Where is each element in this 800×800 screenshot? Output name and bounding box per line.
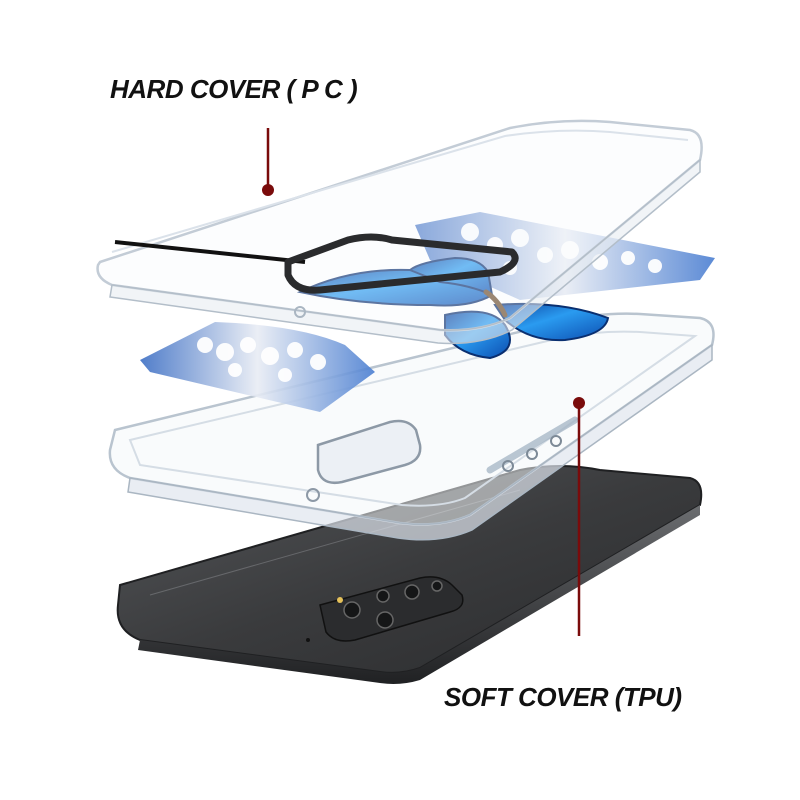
soft-cover-leader [573,397,585,636]
soft-cover-tpu [108,312,715,541]
phone-body [116,465,703,684]
hard-cover-label: HARD COVER ( P C ) [110,74,358,104]
hard-cover-leader [262,128,274,196]
flower-print-left [140,322,375,412]
soft-cover-label: SOFT COVER (TPU) [444,682,682,712]
camera-module [319,576,464,642]
hard-cover-pc [96,119,703,345]
